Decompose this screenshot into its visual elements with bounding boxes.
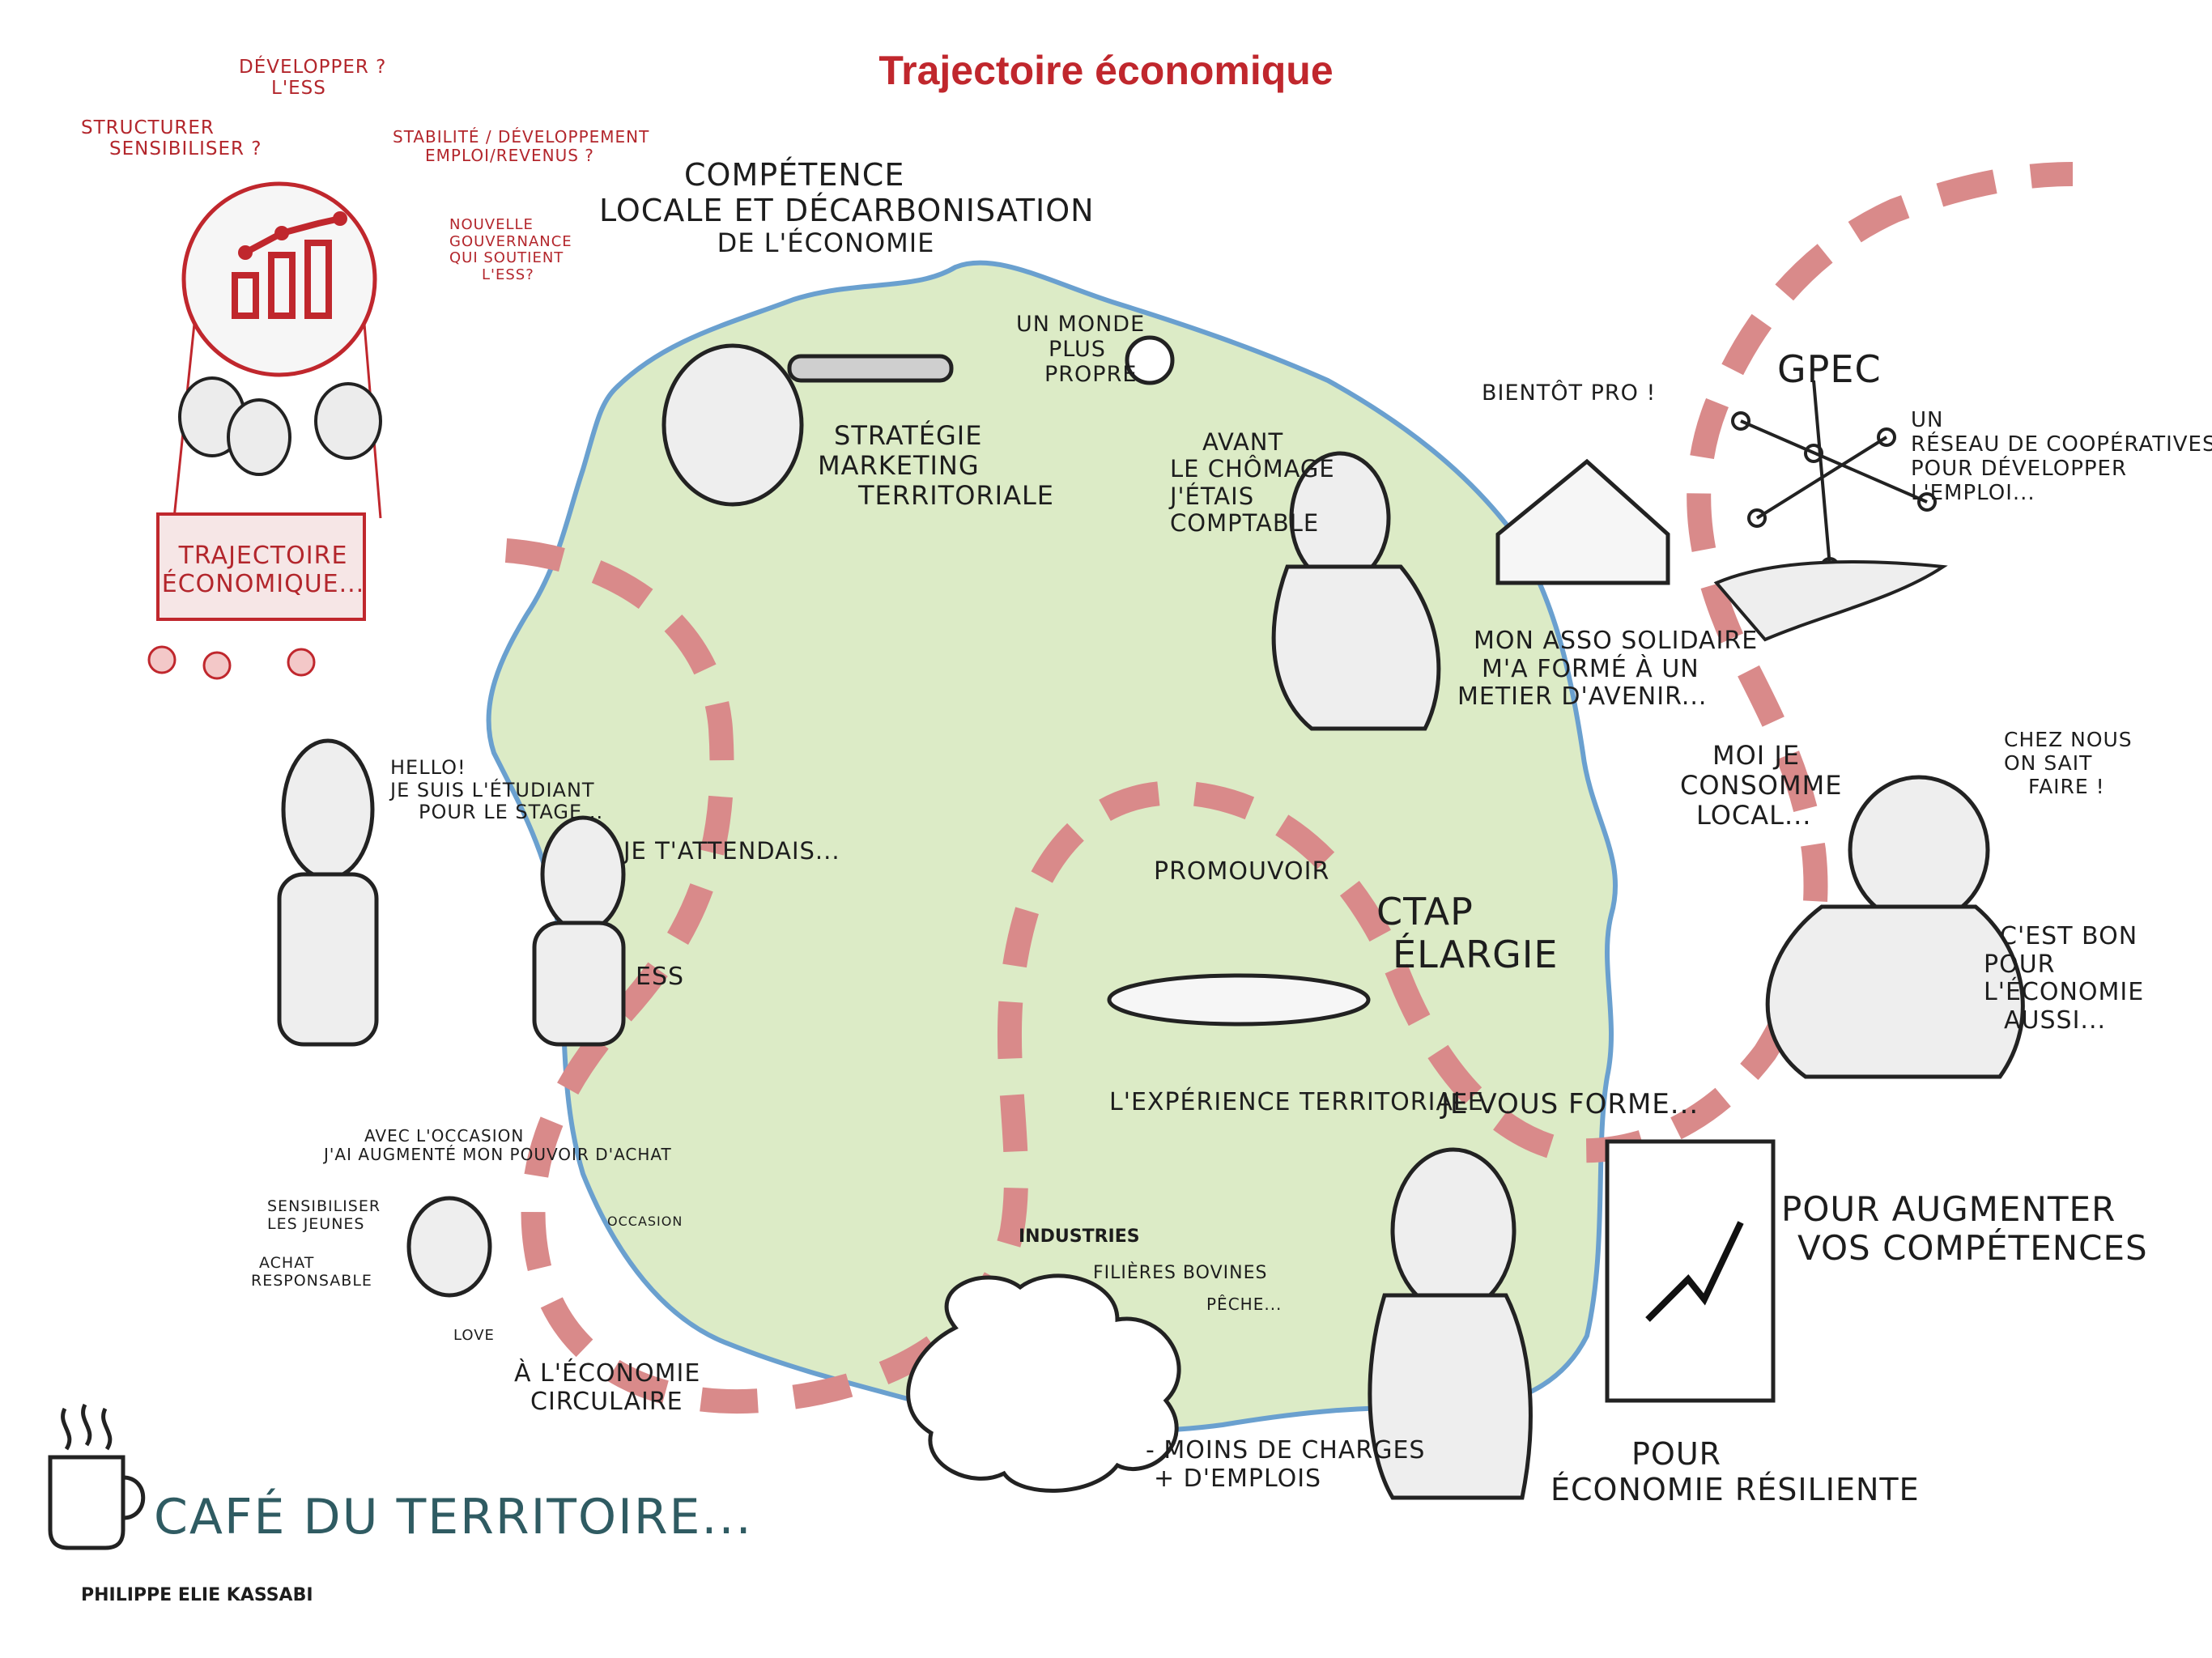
question-stabilite: STABILITÉ / DÉVELOPPEMENT EMPLOI/REVENUS…	[393, 127, 650, 165]
question-developper: DÉVELOPPER ? L'ESS	[239, 57, 387, 100]
telescope-man	[661, 343, 804, 507]
charges-label: - MOINS DE CHARGES + D'EMPLOIS	[1146, 1436, 1426, 1493]
shopper-head	[406, 1196, 492, 1298]
hello-bubble: HELLO! JE SUIS L'ÉTUDIANT POUR LE STAGE.…	[390, 756, 604, 824]
filieres-label: FILIÈRES BOVINES	[1093, 1263, 1268, 1283]
attendais-bubble: JE T'ATTENDAIS...	[623, 837, 840, 865]
question-gouvernance: NOUVELLE GOUVERNANCE QUI SOUTIENT L'ESS?	[449, 216, 572, 284]
industries-label: INDUSTRIES	[1019, 1226, 1140, 1247]
strategie-label: STRATÉGIE MARKETING TERRITORIALE	[818, 420, 1055, 511]
ess-label: ESS	[636, 963, 685, 991]
author-signature: PHILIPPE ELIE KASSABI	[81, 1585, 313, 1605]
industries-cloud	[906, 1273, 1181, 1493]
asso-label: MON ASSO SOLIDAIRE M'A FORMÉ À UN METIER…	[1457, 627, 1759, 711]
promouvoir-label: PROMOUVOIR	[1154, 857, 1330, 886]
achat-label: ACHAT RESPONSABLE	[251, 1254, 372, 1290]
gpec-label: GPEC	[1777, 347, 1882, 391]
characters	[277, 335, 2025, 1500]
cest-bon-label: C'EST BON POUR L'ÉCONOMIE AUSSI...	[1984, 922, 2145, 1035]
ctap-label: CTAP ÉLARGIE	[1376, 890, 1559, 976]
occasion-label: AVEC L'OCCASION J'AI AUGMENTÉ MON POUVOI…	[324, 1126, 672, 1164]
trajectory-path	[504, 162, 2074, 1414]
experience-label: L'EXPÉRIENCE TERRITORIALE	[1109, 1088, 1484, 1116]
bientot-label: BIENTÔT PRO !	[1482, 380, 1657, 406]
trainer-head	[1390, 1147, 1516, 1314]
occasion-tag: OCCASION	[607, 1214, 683, 1229]
avant-label: AVANT LE CHÔMAGE J'ÉTAIS COMPTABLE	[1170, 428, 1335, 538]
sensibiliser-label: SENSIBILISER LES JEUNES	[267, 1197, 381, 1233]
bar-line-chart-icon	[232, 211, 347, 319]
peche-label: PÊCHE...	[1206, 1295, 1283, 1314]
augmenter-label: POUR AUGMENTER VOS COMPÉTENCES	[1781, 1189, 2148, 1269]
meeting-table	[1107, 973, 1371, 1027]
student-head	[281, 738, 375, 881]
hot-air-balloon	[147, 181, 382, 680]
cafe-du-territoire-title: CAFÉ DU TERRITOIRE...	[154, 1489, 753, 1545]
house-icon	[1495, 458, 1670, 585]
local-man-head	[1848, 775, 1990, 925]
mentor-head	[540, 815, 626, 933]
reseau-label: UN RÉSEAU DE COOPÉRATIVES POUR DÉVELOPPE…	[1911, 408, 2212, 505]
love-label: LOVE	[453, 1327, 495, 1344]
balloon-label: TRAJECTOIRE ÉCONOMIQUE...	[161, 542, 365, 598]
network-diagram	[1713, 380, 1948, 642]
vous-forme-bubble: JE VOUS FORME...	[1441, 1088, 1699, 1120]
monde-label: UN MONDE PLUS PROPRE	[1016, 312, 1146, 388]
globe-icon	[1125, 335, 1175, 385]
resiliente-label: POUR ÉCONOMIE RÉSILIENTE	[1551, 1436, 1920, 1507]
question-structurer: STRUCTURER SENSIBILISER ?	[81, 117, 262, 160]
chez-nous-bubble: CHEZ NOUS ON SAIT FAIRE !	[2004, 728, 2133, 798]
page-title: Trajectoire économique	[878, 48, 1334, 93]
competence-label: COMPÉTENCE LOCALE ET DÉCARBONISATION DE …	[599, 157, 1095, 259]
circulaire-label: À L'ÉCONOMIE CIRCULAIRE	[514, 1359, 701, 1416]
growth-arrow-icon	[1645, 1221, 1744, 1322]
growth-chart-board	[1605, 1139, 1776, 1403]
consomme-bubble: MOI JE CONSOMME LOCAL...	[1680, 740, 1843, 831]
coffee-cup-icon	[48, 1403, 146, 1550]
